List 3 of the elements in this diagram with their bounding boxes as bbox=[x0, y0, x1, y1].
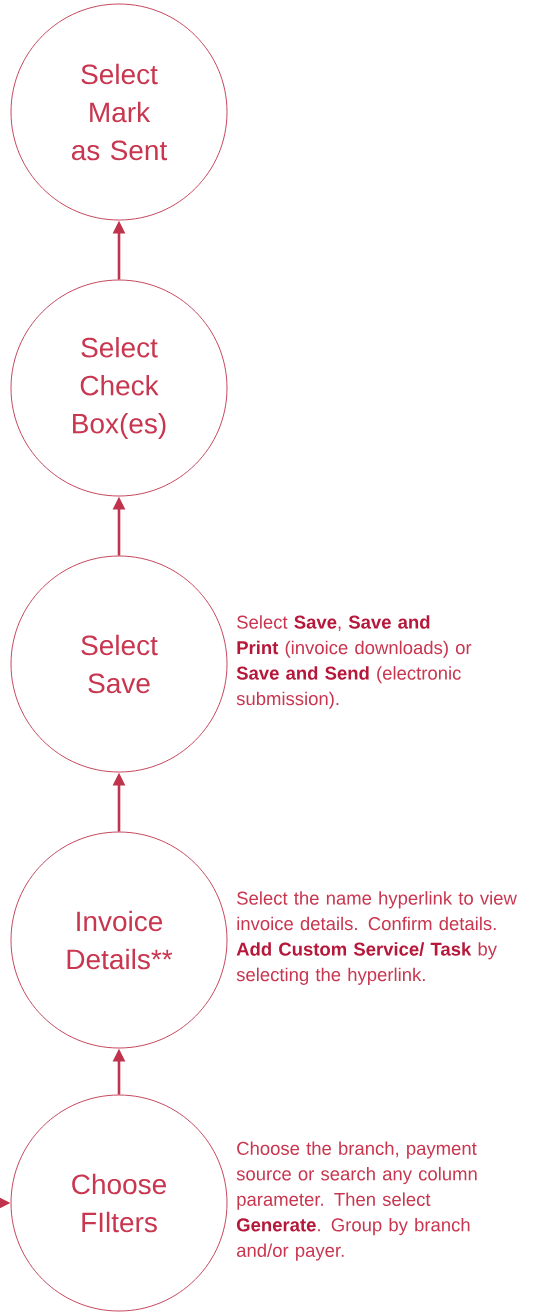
step-description: Select the name hyperlink to view invoice details. Confirm details. Add Custom Service/ Task by selecting the hyperlink. bbox=[236, 891, 517, 985]
step-description: Choose the branch, payment source or search any column parameter. Then select Generate. Group by branch and/or payer. bbox=[236, 1141, 477, 1261]
step-description: Select Save, Save and Print (invoice downloads) or Save and Send (electronic submission). bbox=[236, 615, 472, 709]
